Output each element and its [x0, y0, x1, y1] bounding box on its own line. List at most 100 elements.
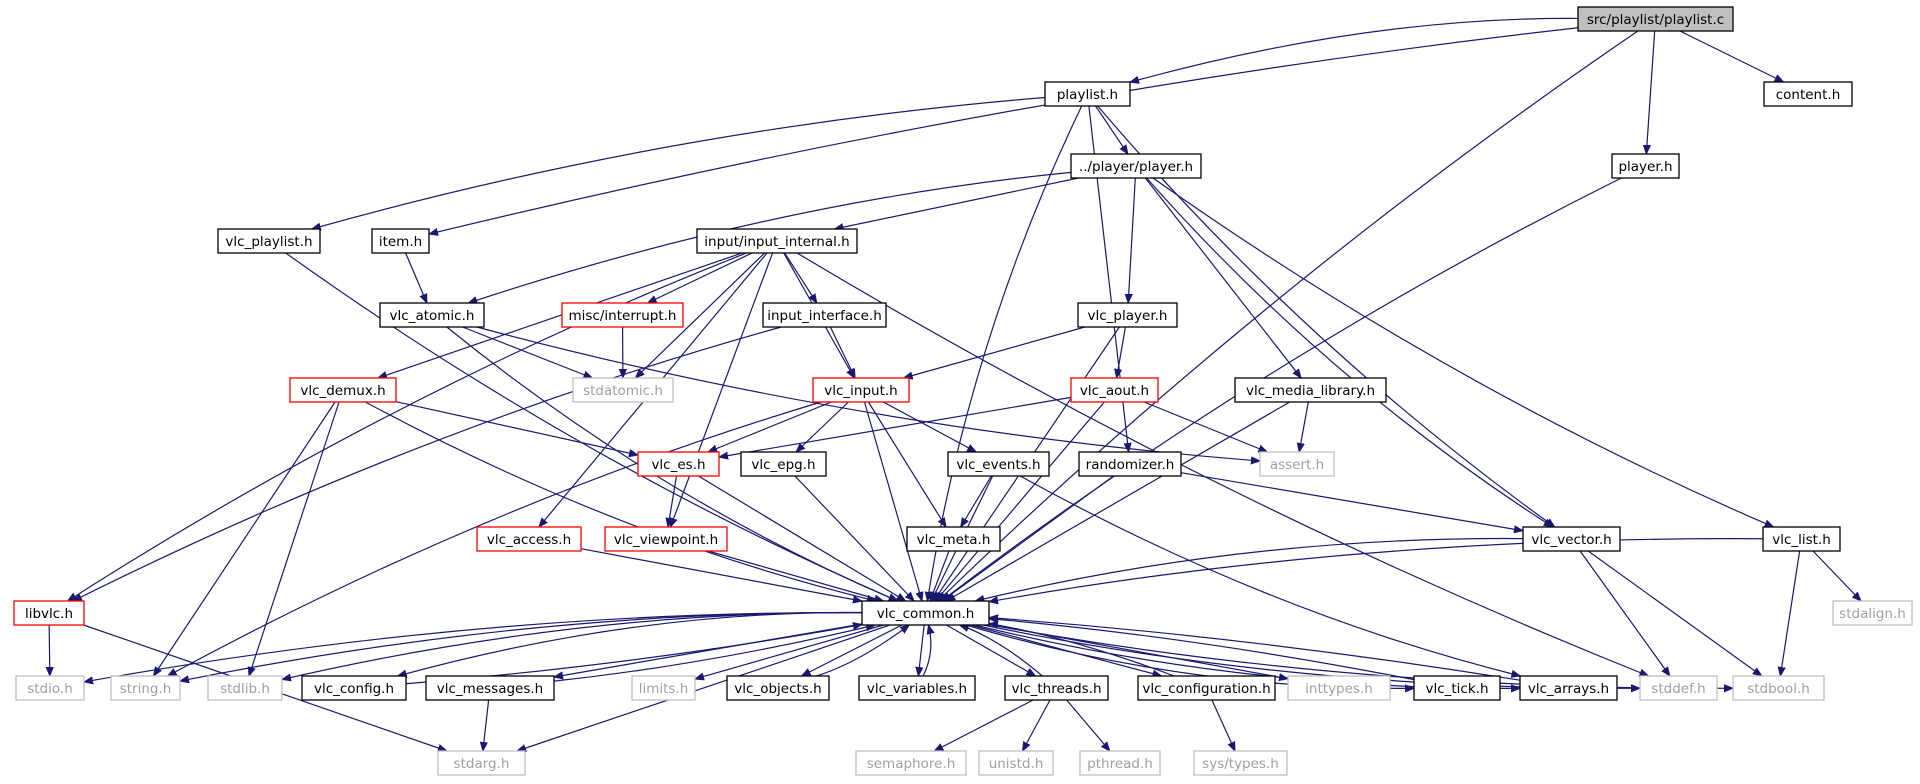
node-box-vlc-tick-h [1413, 675, 1501, 701]
node-box-vlc-vector-h [1522, 526, 1621, 552]
node-vlc-variables-h[interactable]: vlc_variables.h [858, 675, 976, 701]
node-label-vlc-list-h: vlc_list.h [1772, 532, 1831, 548]
node-vlc-atomic-h[interactable]: vlc_atomic.h [379, 302, 485, 328]
edge-vlc-variables-h-to-vlc-common-h [922, 625, 931, 677]
nodes-layer: src/playlist/playlist.c playlist.h content… [13, 6, 1913, 776]
node-vlc-es-h[interactable]: vlc_es.h [637, 451, 720, 477]
edge-input-interface-h-to-libvlc-h [73, 326, 782, 601]
node-stdarg-h: stdarg.h [437, 750, 526, 776]
edge-vlc-input-h-to-vlc-events-h [883, 401, 976, 452]
node-vlc-list-h[interactable]: vlc_list.h [1762, 526, 1841, 552]
edge-vlc-aout-h-to-vlc-common-h [936, 401, 1105, 601]
node-vlc-input-h[interactable]: vlc_input.h [812, 377, 910, 403]
node-vlc-meta-h[interactable]: vlc_meta.h [906, 526, 1001, 552]
node-label-inttypes-h: inttypes.h [1305, 681, 1373, 697]
node-box-vlc-objects-h [726, 675, 830, 701]
node-box-vlc-access-h [476, 526, 582, 552]
node-misc-interrupt-h[interactable]: misc/interrupt.h [561, 302, 684, 328]
edge-vlc-common-h-to-limits-h [695, 624, 884, 679]
node-vlc-messages-h[interactable]: vlc_messages.h [425, 675, 555, 701]
node-box-input-input-internal-h [696, 228, 858, 254]
node-vlc-configuration-h[interactable]: vlc_configuration.h [1137, 675, 1276, 701]
node-vlc-viewpoint-h[interactable]: vlc_viewpoint.h [604, 526, 728, 552]
edge-vlc-common-h-to-vlc-threads-h [946, 624, 1035, 676]
node-playlist-h[interactable]: playlist.h [1044, 81, 1131, 107]
node-src-playlist-playlist-c[interactable]: src/playlist/playlist.c [1577, 6, 1734, 32]
node-label-vlc-aout-h: vlc_aout.h [1080, 383, 1149, 399]
edge-input-input-internal-h-to-stdatomic-h [635, 252, 766, 378]
edge-player-player-h-to-vlc-media-library-h [1144, 177, 1301, 378]
node-label-vlc-access-h: vlc_access.h [487, 532, 571, 548]
edge-vlc-meta-h-to-vlc-common-h [930, 550, 950, 601]
node-input-interface-h[interactable]: input_interface.h [762, 302, 887, 328]
edge-src-playlist-playlist-c-to-playlist-h [1130, 17, 1579, 82]
edge-vlc-input-h-to-vlc-common-h [863, 401, 922, 601]
node-box-vlc-es-h [637, 451, 720, 477]
edges-layer [49, 17, 1861, 751]
node-box-player-h [1611, 153, 1680, 179]
node-vlc-threads-h[interactable]: vlc_threads.h [1004, 675, 1109, 701]
node-label-limits-h: limits.h [639, 681, 689, 697]
node-vlc-playlist-h[interactable]: vlc_playlist.h [217, 228, 321, 254]
node-label-stdatomic-h: stdatomic.h [583, 383, 663, 399]
node-label-vlc-common-h: vlc_common.h [877, 606, 975, 622]
node-vlc-config-h[interactable]: vlc_config.h [301, 675, 407, 701]
node-label-vlc-config-h: vlc_config.h [314, 681, 394, 697]
edge-vlc-es-h-to-vlc-common-h [698, 475, 905, 601]
edge-player-player-h-to-vlc-list-h [1152, 177, 1774, 528]
node-stdalign-h: stdalign.h [1832, 600, 1913, 626]
node-box-sys-types-h [1193, 750, 1288, 776]
edge-input-input-internal-h-to-input-interface-h [784, 252, 817, 303]
node-label-player-h: player.h [1618, 159, 1672, 175]
node-player-h[interactable]: player.h [1611, 153, 1680, 179]
node-box-stdlib-h [207, 675, 283, 701]
node-vlc-access-h[interactable]: vlc_access.h [476, 526, 582, 552]
edge-src-playlist-playlist-c-to-content-h [1679, 30, 1784, 83]
edge-playlist-h-to-player-player-h [1095, 105, 1128, 154]
node-label-stdlib-h: stdlib.h [220, 681, 270, 697]
node-vlc-common-h[interactable]: vlc_common.h [861, 600, 990, 626]
node-vlc-events-h[interactable]: vlc_events.h [947, 451, 1050, 477]
edge-vlc-atomic-h-to-assert-h [476, 326, 1260, 461]
node-label-stdio-h: stdio.h [27, 681, 73, 697]
node-content-h[interactable]: content.h [1763, 81, 1853, 107]
node-stddef-h: stddef.h [1639, 675, 1718, 701]
edge-vlc-media-library-h-to-vlc-common-h [946, 401, 1291, 601]
edge-randomizer-h-to-vlc-common-h [942, 475, 1114, 601]
node-player-player-h[interactable]: ../player/player.h [1070, 153, 1202, 179]
edge-vlc-demux-h-to-vlc-es-h [395, 401, 638, 455]
edge-vlc-epg-h-to-vlc-common-h [794, 475, 914, 601]
node-box-vlc-meta-h [906, 526, 1001, 552]
node-label-vlc-viewpoint-h: vlc_viewpoint.h [614, 532, 718, 548]
node-box-vlc-events-h [947, 451, 1050, 477]
node-vlc-aout-h[interactable]: vlc_aout.h [1070, 377, 1159, 403]
node-box-vlc-variables-h [858, 675, 976, 701]
node-label-stdbool-h: stdbool.h [1747, 681, 1810, 697]
node-vlc-arrays-h[interactable]: vlc_arrays.h [1519, 675, 1618, 701]
node-vlc-media-library-h[interactable]: vlc_media_library.h [1234, 377, 1387, 403]
node-stdatomic-h: stdatomic.h [572, 377, 674, 403]
node-vlc-player-h[interactable]: vlc_player.h [1077, 302, 1178, 328]
node-vlc-tick-h[interactable]: vlc_tick.h [1413, 675, 1501, 701]
edge-vlc-threads-h-to-vlc-common-h [960, 625, 1043, 677]
node-vlc-demux-h[interactable]: vlc_demux.h [289, 377, 397, 403]
node-box-stddef-h [1639, 675, 1718, 701]
edge-player-h-to-vlc-common-h [941, 177, 1622, 601]
node-label-vlc-messages-h: vlc_messages.h [437, 681, 543, 697]
node-item-h[interactable]: item.h [371, 228, 430, 254]
node-vlc-vector-h[interactable]: vlc_vector.h [1522, 526, 1621, 552]
edge-vlc-atomic-h-to-stdatomic-h [462, 326, 593, 379]
edge-vlc-common-h-to-stdarg-h [517, 624, 891, 751]
node-vlc-objects-h[interactable]: vlc_objects.h [726, 675, 830, 701]
node-vlc-epg-h[interactable]: vlc_epg.h [740, 451, 827, 477]
node-box-playlist-h [1044, 81, 1131, 107]
edge-vlc-input-h-to-vlc-es-h [708, 401, 832, 453]
edge-vlc-es-h-to-vlc-viewpoint-h [668, 475, 678, 527]
node-box-vlc-aout-h [1070, 377, 1159, 403]
node-input-input-internal-h[interactable]: input/input_internal.h [696, 228, 858, 254]
node-box-stdarg-h [437, 750, 526, 776]
node-randomizer-h[interactable]: randomizer.h [1078, 451, 1182, 477]
node-box-inttypes-h [1287, 675, 1391, 701]
node-libvlc-h[interactable]: libvlc.h [13, 600, 85, 626]
edge-vlc-configuration-h-to-sys-types-h [1211, 699, 1236, 751]
